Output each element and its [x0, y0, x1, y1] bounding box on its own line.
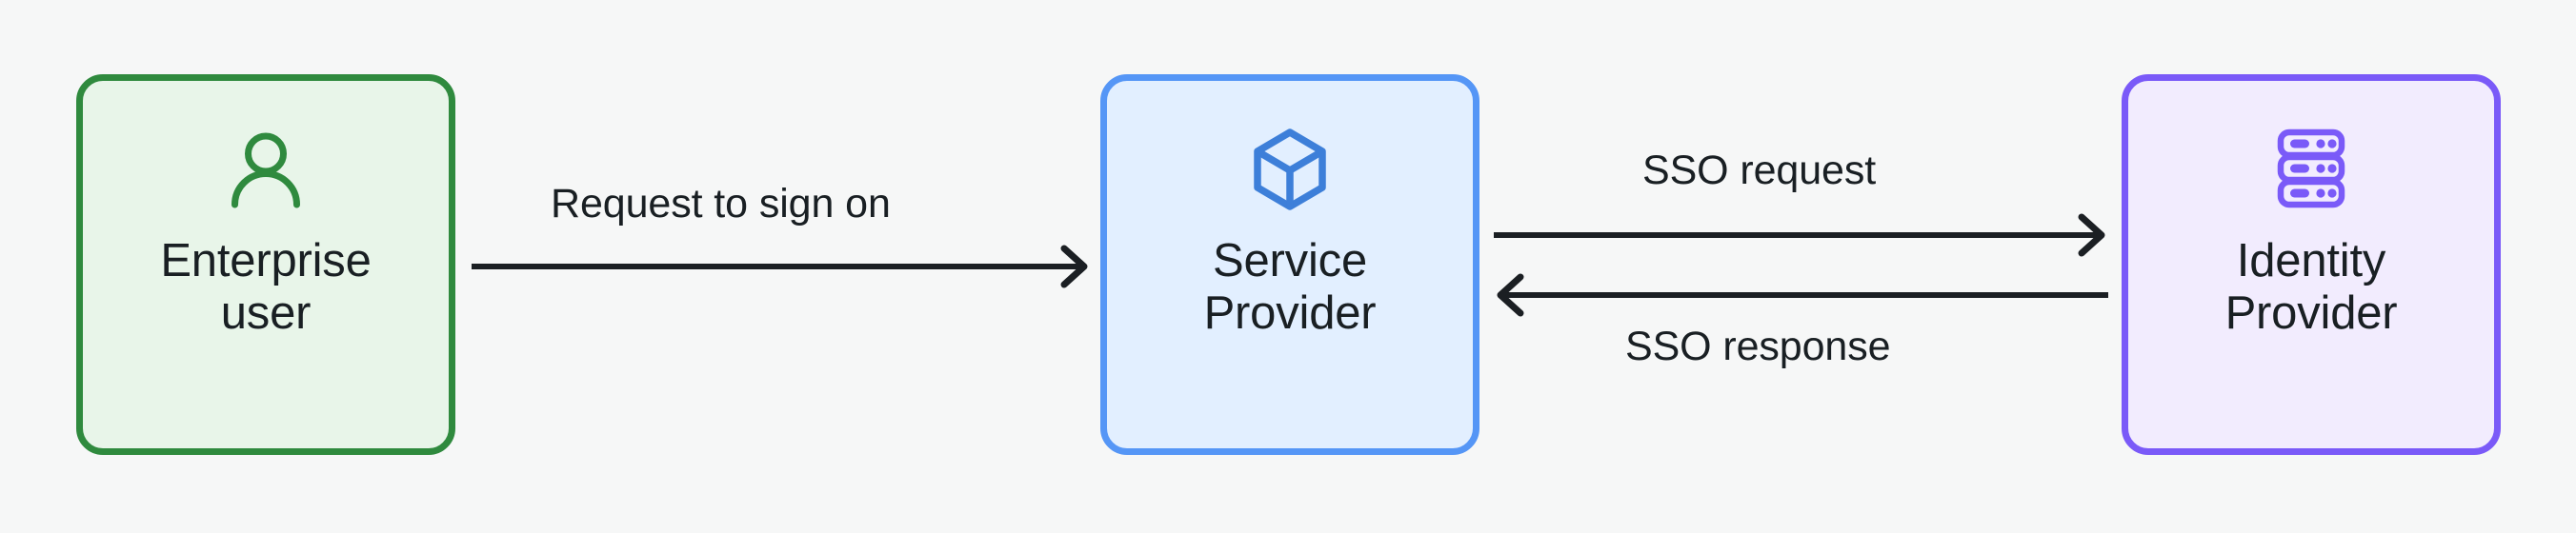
- person-icon: [222, 125, 310, 212]
- arrow-sso-request: [1494, 213, 2105, 257]
- node-label-line1: Enterprise: [160, 235, 372, 286]
- node-label-line1: Service: [1213, 235, 1367, 286]
- node-label-line2: user: [220, 287, 312, 340]
- node-label-line2: Provider: [1203, 287, 1377, 340]
- edge-label-request-to-sign-on: Request to sign on: [551, 181, 891, 227]
- node-label-line2: Provider: [2224, 287, 2398, 340]
- cube-icon: [1246, 125, 1334, 212]
- edge-label-sso-response: SSO response: [1625, 324, 1891, 369]
- arrow-request-to-sign-on: [472, 245, 1088, 288]
- arrow-sso-response: [1497, 273, 2108, 317]
- node-label-line1: Identity: [2236, 235, 2386, 286]
- server-rack-icon: [2267, 125, 2355, 212]
- edge-label-sso-request: SSO request: [1642, 148, 1877, 193]
